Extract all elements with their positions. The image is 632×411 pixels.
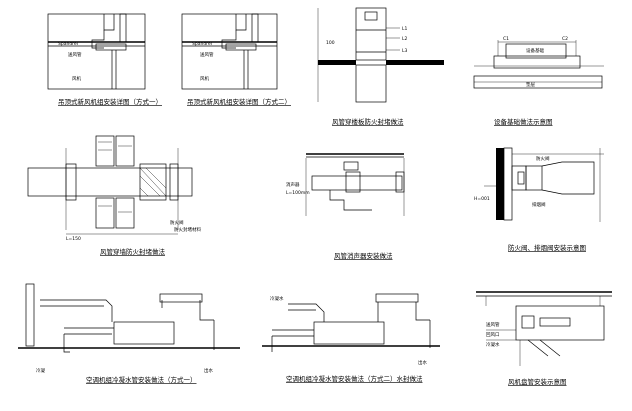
drawing-5: 防火阀 防火封堵材料 L=150 风管穿墙防火封堵做法 <box>27 135 201 256</box>
drawing-3: L1 L2 L3 100 风管穿楼板防火封堵做法 <box>317 7 444 126</box>
drawing-9: 冷凝水 出水 空调机组冷凝水管安装做法（方式二）水封做法 <box>262 293 440 383</box>
d6-caption: 风管消声器安装做法 <box>334 251 393 260</box>
d9-caption: 空调机组冷凝水管安装做法（方式二）水封做法 <box>286 374 423 383</box>
d1-label-3: 风机 <box>72 75 81 82</box>
d8-label-2: 出水 <box>204 367 213 374</box>
d10-label-1: 送风管 <box>486 321 500 328</box>
d8-label-1: 冷凝 <box>36 367 45 374</box>
drawing-7: 防火阀 排烟阀 H=001 防火阀、排烟阀安装示意图 <box>474 147 604 252</box>
d3-label-4: 100 <box>326 40 335 46</box>
drawing-4: C1 C2 设备基础 垫层 设备基础做法示意图 <box>473 36 604 126</box>
d5-label-1: 防火阀 <box>170 219 184 226</box>
d3-label-1: L1 <box>402 26 408 32</box>
drawing-6: 消声器 L=100mm 风管消声器安装做法 <box>286 153 405 260</box>
drawing-10: 送风管 回风口 冷凝水 风机盘管安装示意图 <box>476 291 612 386</box>
drawing-2: Spandrel 送风管 风机 吊顶式新风机组安装详图（方式二） <box>181 13 291 106</box>
d4-label-4: 垫层 <box>526 81 535 88</box>
d2-label-3: 风机 <box>200 75 209 82</box>
d3-caption: 风管穿楼板防火封堵做法 <box>332 117 404 126</box>
d2-label-2: 送风管 <box>200 51 214 58</box>
d5-label-2: 防火封堵材料 <box>174 226 201 233</box>
d7-label-1: 防火阀 <box>536 155 550 162</box>
d9-label-2: 出水 <box>418 359 427 366</box>
d1-caption: 吊顶式新风机组安装详图（方式一） <box>58 97 162 106</box>
d9-label-1: 冷凝水 <box>270 295 284 302</box>
d3-label-2: L2 <box>402 36 408 42</box>
d2-label-1: Spandrel <box>192 41 212 47</box>
d7-label-3: H=001 <box>474 196 490 202</box>
d7-label-2: 排烟阀 <box>532 201 546 208</box>
d4-label-2: C2 <box>562 36 568 42</box>
drawing-1: Spandrel 送风管 风机 吊顶式新风机组安装详图（方式一） <box>47 13 162 106</box>
d1-label-2: 送风管 <box>68 51 82 58</box>
d5-caption: 风管穿墙防火封堵做法 <box>100 247 166 256</box>
d7-caption: 防火阀、排烟阀安装示意图 <box>508 243 586 252</box>
d6-label-2: L=100mm <box>286 190 310 196</box>
d3-label-3: L3 <box>402 48 408 54</box>
d8-caption: 空调机组冷凝水管安装做法（方式一） <box>86 375 197 384</box>
d4-label-3: 设备基础 <box>526 47 544 54</box>
d5-label-3: L=150 <box>66 236 81 242</box>
d4-caption: 设备基础做法示意图 <box>494 117 553 126</box>
drawing-8: 冷凝 出水 空调机组冷凝水管安装做法（方式一） <box>18 283 240 384</box>
d10-label-2: 回风口 <box>486 332 500 338</box>
d2-caption: 吊顶式新风机组安装详图（方式二） <box>187 97 291 106</box>
d4-label-1: C1 <box>503 36 509 42</box>
d6-label-1: 消声器 <box>286 181 300 188</box>
d1-label-1: Spandrel <box>58 41 78 47</box>
d10-caption: 风机盘管安装示意图 <box>508 377 567 386</box>
d10-label-3: 冷凝水 <box>486 341 500 348</box>
